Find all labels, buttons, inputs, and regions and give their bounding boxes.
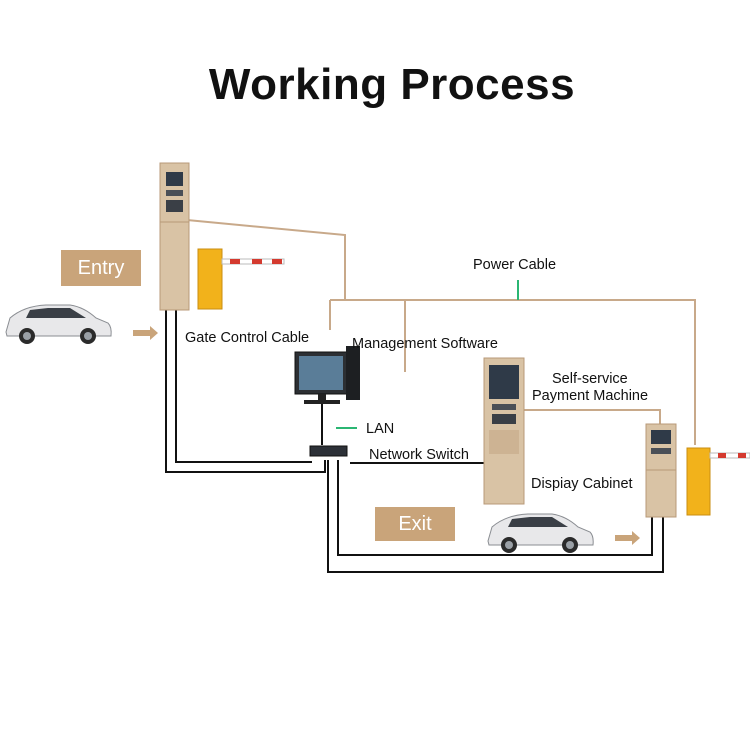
network-wires bbox=[165, 310, 664, 573]
exit-car bbox=[487, 513, 594, 553]
exit-barrier bbox=[686, 447, 750, 516]
entry-tag: Entry bbox=[61, 250, 141, 286]
network-switch bbox=[309, 445, 348, 457]
management-software-label: Management Software bbox=[352, 336, 498, 352]
management-computer bbox=[294, 346, 360, 404]
entry-gate-cabinet bbox=[159, 162, 190, 311]
display-cabinet-label: Dispiay Cabinet bbox=[531, 476, 633, 492]
entry-car bbox=[5, 304, 112, 344]
lan-label: LAN bbox=[366, 421, 395, 437]
power-cable-lines bbox=[186, 219, 696, 445]
entry-arrow-icon bbox=[133, 326, 158, 340]
exit-arrow-icon bbox=[615, 531, 640, 545]
exit-tag: Exit bbox=[375, 507, 455, 541]
power-cable-label: Power Cable bbox=[473, 257, 557, 273]
self-service-label-line1: Self-service bbox=[552, 371, 628, 387]
exit-gate-cabinet bbox=[645, 423, 677, 518]
diagram-title: Working Process bbox=[208, 60, 576, 109]
self-service-label-line2: Payment Machine bbox=[532, 388, 649, 404]
network-switch-label: Network Switch bbox=[369, 447, 469, 463]
gate-control-cable-label: Gate Control Cable bbox=[185, 330, 310, 346]
payment-kiosk bbox=[483, 357, 525, 505]
entry-barrier bbox=[197, 248, 285, 310]
